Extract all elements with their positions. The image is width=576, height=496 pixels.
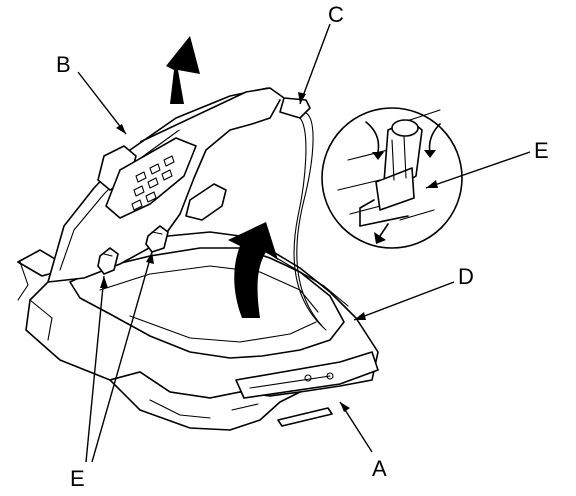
- detail-circle: [321, 107, 463, 249]
- clip-boss-left: [97, 247, 119, 275]
- callout-e-detail: E: [534, 138, 549, 163]
- callout-c: C: [328, 2, 344, 27]
- clip-boss-right: [145, 225, 169, 253]
- lift-arrow-up: [166, 36, 200, 104]
- keypad-buttons: [131, 155, 175, 211]
- callout-d: D: [458, 264, 474, 289]
- leader-lines: [77, 23, 531, 463]
- armrest-lid: [47, 87, 311, 283]
- callout-b: B: [56, 52, 71, 77]
- harness-wire: [293, 111, 327, 331]
- rotate-arrow: [228, 222, 278, 318]
- base-tray: [17, 231, 379, 431]
- callout-a: A: [372, 456, 387, 481]
- callout-e-bottom: E: [70, 466, 85, 491]
